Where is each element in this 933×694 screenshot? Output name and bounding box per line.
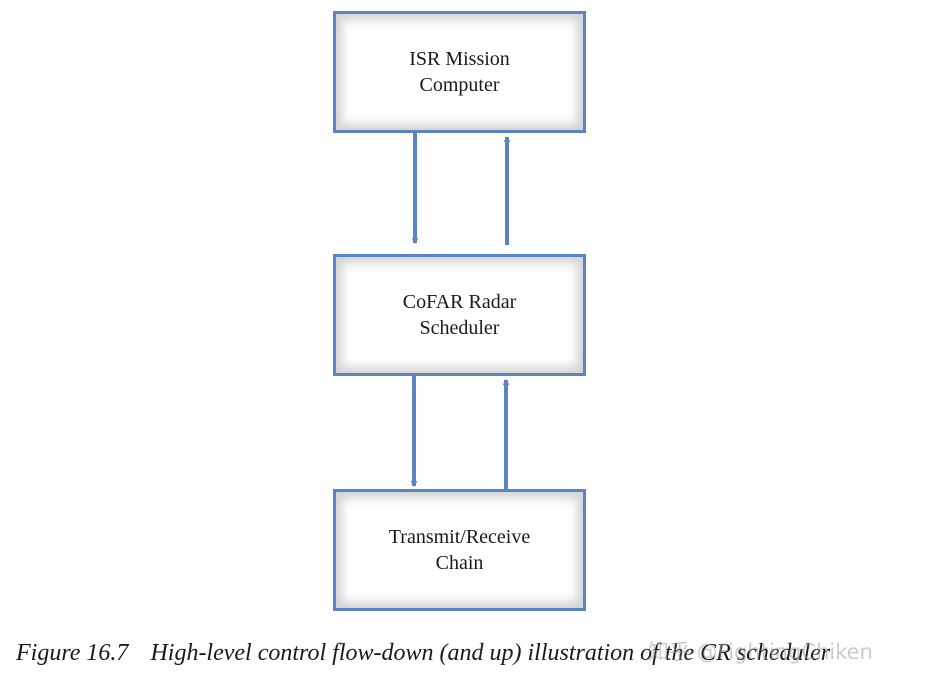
isr-mission-computer-box: ISR Mission Computer bbox=[333, 11, 586, 133]
watermark: 知乎 @FightingChiken bbox=[648, 640, 873, 664]
isr-box-line-1: ISR Mission bbox=[409, 48, 510, 70]
isr-box-line-2: Computer bbox=[419, 74, 500, 96]
cofar-box-line-2: Scheduler bbox=[419, 317, 500, 339]
figure-caption-text: High-level control flow-down (and up) il… bbox=[150, 640, 831, 666]
figure-caption: Figure 16.7 High-level control flow-down … bbox=[16, 640, 916, 667]
trx-box-line-1: Transmit/Receive bbox=[388, 526, 531, 548]
figure-number: Figure 16.7 bbox=[16, 640, 129, 666]
cofar-radar-scheduler-box: CoFAR Radar Scheduler bbox=[333, 254, 586, 376]
cofar-box-line-1: CoFAR Radar bbox=[402, 291, 517, 313]
transmit-receive-chain-box: Transmit/Receive Chain bbox=[333, 489, 586, 611]
trx-box-line-2: Chain bbox=[435, 552, 484, 574]
